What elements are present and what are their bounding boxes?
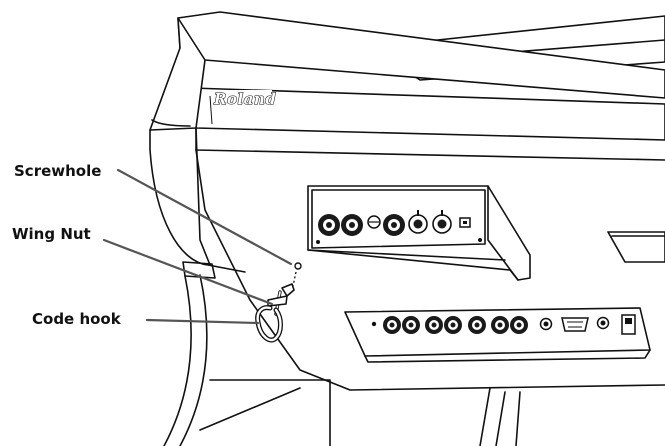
side-pillar	[149, 17, 246, 279]
top-lid	[177, 11, 665, 99]
small-jack-1	[539, 317, 553, 331]
jack-output-6	[491, 316, 509, 334]
jack-input-1	[318, 214, 340, 236]
screwhole-marker	[292, 262, 302, 287]
small-jack-2	[596, 316, 610, 330]
jack-input-3	[383, 214, 405, 236]
jack-output-2	[402, 316, 420, 334]
stand-leg	[163, 274, 208, 446]
jack-output-5	[468, 316, 486, 334]
code-hook	[255, 305, 283, 343]
panel-screw	[371, 321, 377, 327]
brand-logo-text: Roland	[213, 90, 276, 108]
jack-output-7	[510, 316, 528, 334]
upper-jack-row	[316, 210, 482, 244]
volume-knob	[367, 215, 381, 229]
jack-output-1	[383, 316, 401, 334]
screwhole-label: Screwhole	[14, 162, 101, 180]
code-hook-leader	[145, 318, 260, 325]
jack-output-3	[425, 316, 443, 334]
panel-screw	[316, 240, 320, 244]
jack-output-4	[444, 316, 462, 334]
usb-port	[459, 217, 471, 228]
power-switch	[621, 314, 636, 335]
wing-nut-label: Wing Nut	[12, 225, 91, 243]
wing-nut-leader	[102, 238, 274, 306]
screwhole-leader	[116, 168, 293, 266]
serial-port	[561, 317, 589, 332]
brand-logo-plate	[212, 90, 272, 106]
brand-logo: Roland	[212, 89, 276, 109]
cabinet-base	[195, 149, 665, 446]
jack-input-2	[341, 214, 363, 236]
panel-screw	[478, 238, 482, 242]
code-hook-label: Code hook	[32, 310, 122, 328]
right-bracket	[607, 231, 665, 263]
lower-jack-row	[371, 314, 636, 335]
xlr-jack-2	[432, 210, 452, 234]
xlr-jack-1	[408, 210, 428, 234]
